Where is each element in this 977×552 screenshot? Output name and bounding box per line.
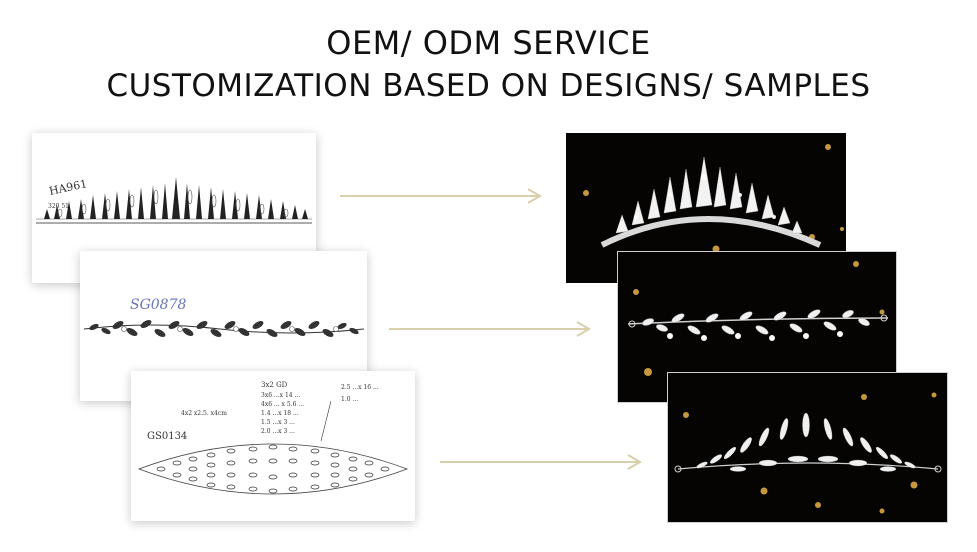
leaf-band-sketch-drawing: 4x2 x2.5. x4cm 3x2 GD 3x6 ...x 14 ... 4x… <box>137 381 409 495</box>
vine-sketch-drawing: SG0878 <box>83 297 365 337</box>
arrow-right-icon <box>340 188 542 204</box>
sketch-note-3-0: 4x2 x2.5. x4cm <box>181 410 227 417</box>
arrow-right-icon <box>440 454 642 470</box>
sketch-note-3-1: 3x2 GD <box>261 381 288 389</box>
title-line-2: CUSTOMIZATION BASED ON DESIGNS/ SAMPLES <box>106 68 871 104</box>
product-photo-leaf-band <box>667 372 948 523</box>
sketch-code-3: GS0134 <box>147 431 187 442</box>
sketch-note-3-3: 4x6 ... x 5.6 ... <box>261 401 304 408</box>
sketch-code-2: SG0878 <box>130 297 186 313</box>
sketch-note-3-8: 1.0 ... <box>341 396 358 403</box>
sketch-note-3-6: 2.0 ...x 3 ... <box>261 428 295 435</box>
vine-photo-image <box>627 261 889 395</box>
sketch-note-3-5: 1.5 ...x 3 ... <box>261 419 295 426</box>
sketch-note-3-4: 1.4 ...x 18 ... <box>261 410 299 417</box>
leaf-band-photo-image <box>674 392 942 514</box>
design-sketch-leaf-band: 4x2 x2.5. x4cm 3x2 GD 3x6 ...x 14 ... 4x… <box>131 371 415 521</box>
title-line-1: OEM/ ODM SERVICE <box>326 24 651 62</box>
sketch-note-3-7: 2.5 ...x 16 ... <box>341 384 379 391</box>
tiara-photo-image <box>583 144 844 268</box>
arrow-right-icon <box>389 321 591 337</box>
sketch-code-1: HA961 <box>48 177 88 198</box>
tiara-sketch-drawing: HA961 320 51 <box>36 177 312 224</box>
sketch-note-3-2: 3x6 ...x 14 ... <box>261 392 300 399</box>
sketch-note-1: 320 51 <box>48 203 69 210</box>
